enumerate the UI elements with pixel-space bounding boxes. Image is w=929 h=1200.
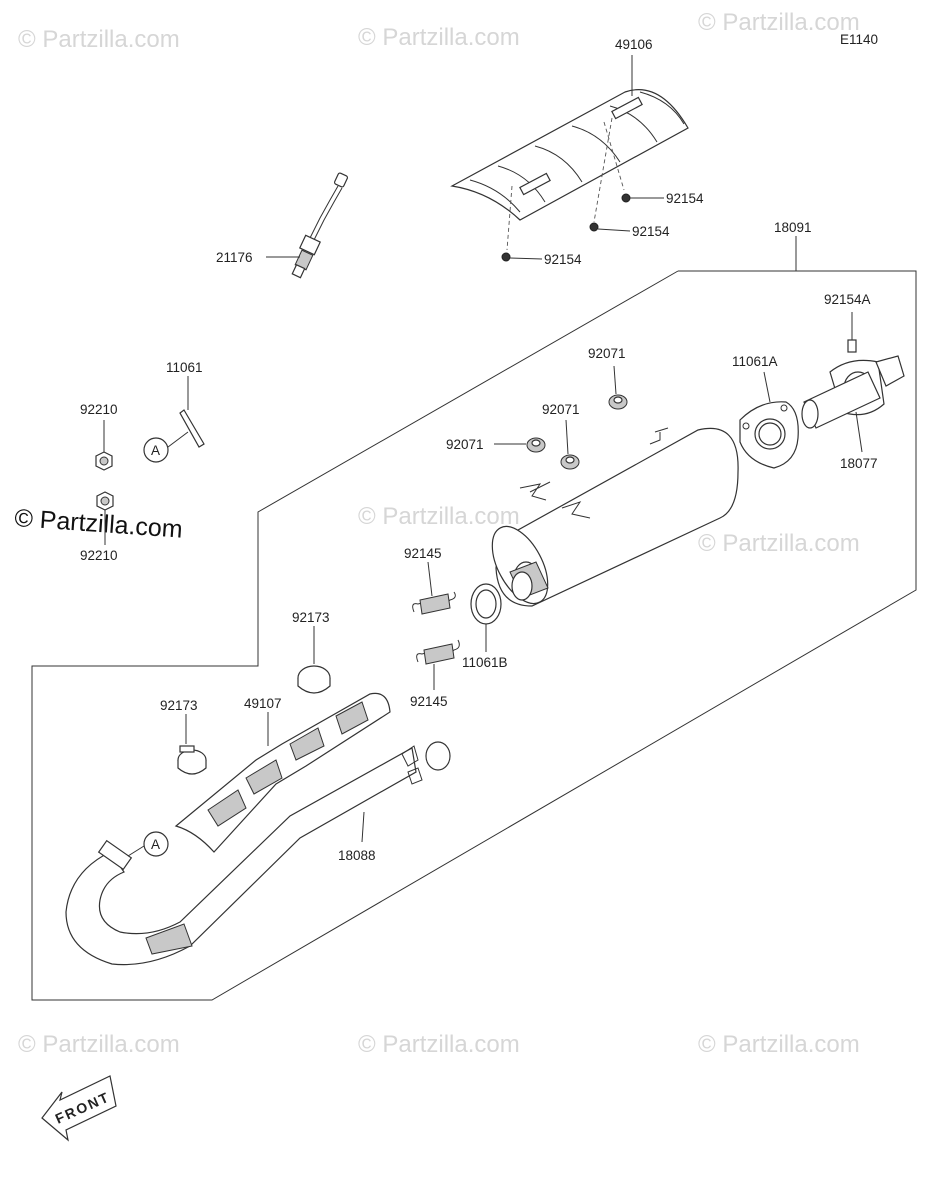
ref-marker-a bbox=[143, 831, 169, 857]
watermark: © Partzilla.com bbox=[358, 24, 520, 51]
watermark: © Partzilla.com bbox=[358, 503, 520, 530]
label-92173-b: 92173 bbox=[160, 698, 198, 713]
heat-shield-49107 bbox=[174, 692, 391, 853]
label-49107: 49107 bbox=[244, 696, 282, 711]
label-18077: 18077 bbox=[840, 456, 878, 471]
muffler bbox=[491, 427, 739, 607]
clamp-92173-a bbox=[297, 665, 331, 694]
header-pipe-18088 bbox=[65, 741, 451, 966]
heat-shield-49106 bbox=[450, 89, 689, 251]
label-92154-a: 92154 bbox=[666, 191, 704, 206]
label-92154A: 92154A bbox=[824, 292, 871, 307]
label-11061B: 11061B bbox=[462, 655, 508, 670]
ref-marker-a-label: A bbox=[151, 443, 160, 458]
label-92071-c: 92071 bbox=[446, 437, 484, 452]
label-92154-b: 92154 bbox=[632, 224, 670, 239]
bolt-92154A bbox=[847, 339, 857, 353]
gasket-11061 bbox=[179, 409, 205, 448]
label-92071-b: 92071 bbox=[542, 402, 580, 417]
watermarks: © Partzilla.com © Partzilla.com © Partzi… bbox=[14, 9, 860, 1058]
watermark: © Partzilla.com bbox=[18, 26, 180, 53]
gasket-11061A bbox=[739, 401, 799, 469]
grommet-92071-b bbox=[560, 454, 580, 470]
label-92145-b: 92145 bbox=[410, 694, 448, 709]
watermark: © Partzilla.com bbox=[698, 9, 860, 36]
nut-92210-a bbox=[95, 451, 113, 471]
bolt-92154-a bbox=[621, 193, 631, 203]
ref-marker-a-label: A bbox=[151, 837, 160, 852]
watermark-prominent: © Partzilla.com bbox=[14, 504, 184, 544]
diagram-code: E1140 bbox=[840, 32, 878, 47]
label-92173-a: 92173 bbox=[292, 610, 330, 625]
nut-92210-b bbox=[96, 491, 114, 511]
front-direction-arrow: FRONT bbox=[41, 1075, 117, 1142]
label-49106: 49106 bbox=[615, 37, 653, 52]
assembly-outline bbox=[31, 270, 917, 1001]
label-18091: 18091 bbox=[774, 220, 812, 235]
watermark: © Partzilla.com bbox=[698, 530, 860, 557]
label-21176: 21176 bbox=[216, 250, 253, 265]
watermark: © Partzilla.com bbox=[18, 1031, 180, 1058]
spring-92145-a bbox=[412, 591, 456, 615]
label-11061A: 11061A bbox=[732, 354, 778, 369]
spring-92145-b bbox=[416, 639, 460, 665]
label-92210-a: 92210 bbox=[80, 402, 118, 417]
watermark: © Partzilla.com bbox=[358, 1031, 520, 1058]
grommet-92071-c bbox=[526, 437, 546, 453]
bolt-92154-b bbox=[589, 222, 599, 232]
label-92154-c: 92154 bbox=[544, 252, 582, 267]
gasket-11061B bbox=[470, 583, 502, 625]
label-92210-b: 92210 bbox=[80, 548, 118, 563]
label-18088: 18088 bbox=[338, 848, 376, 863]
label-11061: 11061 bbox=[166, 360, 203, 375]
label-92071-a: 92071 bbox=[588, 346, 626, 361]
grommet-92071-a bbox=[608, 394, 628, 410]
oxygen-sensor-21176 bbox=[291, 172, 349, 279]
ref-marker-a bbox=[143, 437, 169, 463]
clamp-92173-b bbox=[177, 745, 207, 775]
watermark: © Partzilla.com bbox=[698, 1031, 860, 1058]
label-92145-a: 92145 bbox=[404, 546, 442, 561]
bolt-92154-c bbox=[501, 252, 511, 262]
tail-pipe-18077 bbox=[801, 339, 905, 429]
